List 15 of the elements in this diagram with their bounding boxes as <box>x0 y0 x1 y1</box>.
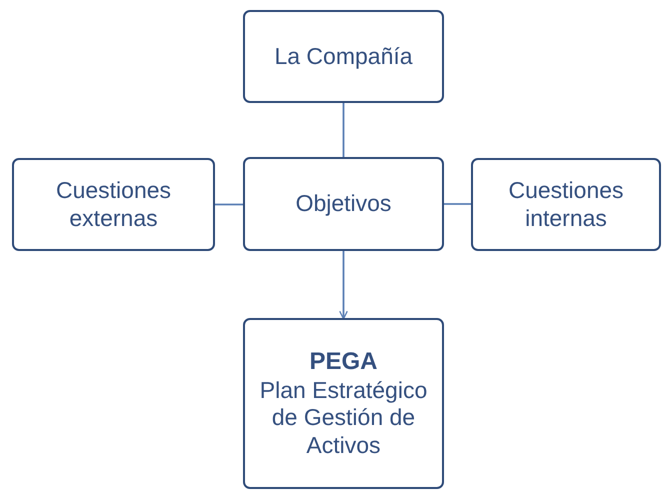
box-label: Cuestiones externas <box>54 176 172 232</box>
connector-line <box>215 204 243 206</box>
box-heading: PEGA <box>309 348 378 376</box>
arrow <box>338 251 348 320</box>
process-box <box>12 158 215 251</box>
connector-line <box>444 203 471 205</box>
box-label: Objetivos <box>296 190 392 218</box>
box-label: La Compañía <box>274 42 413 70</box>
box-label: Plan Estratégico de Gestión de Activos <box>258 376 428 460</box>
box-label: Cuestiones internas <box>507 176 625 232</box>
process-box <box>471 158 661 251</box>
process-box <box>243 318 444 489</box>
process-box <box>243 10 444 103</box>
connector-line <box>342 103 344 157</box>
process-box <box>243 157 444 251</box>
